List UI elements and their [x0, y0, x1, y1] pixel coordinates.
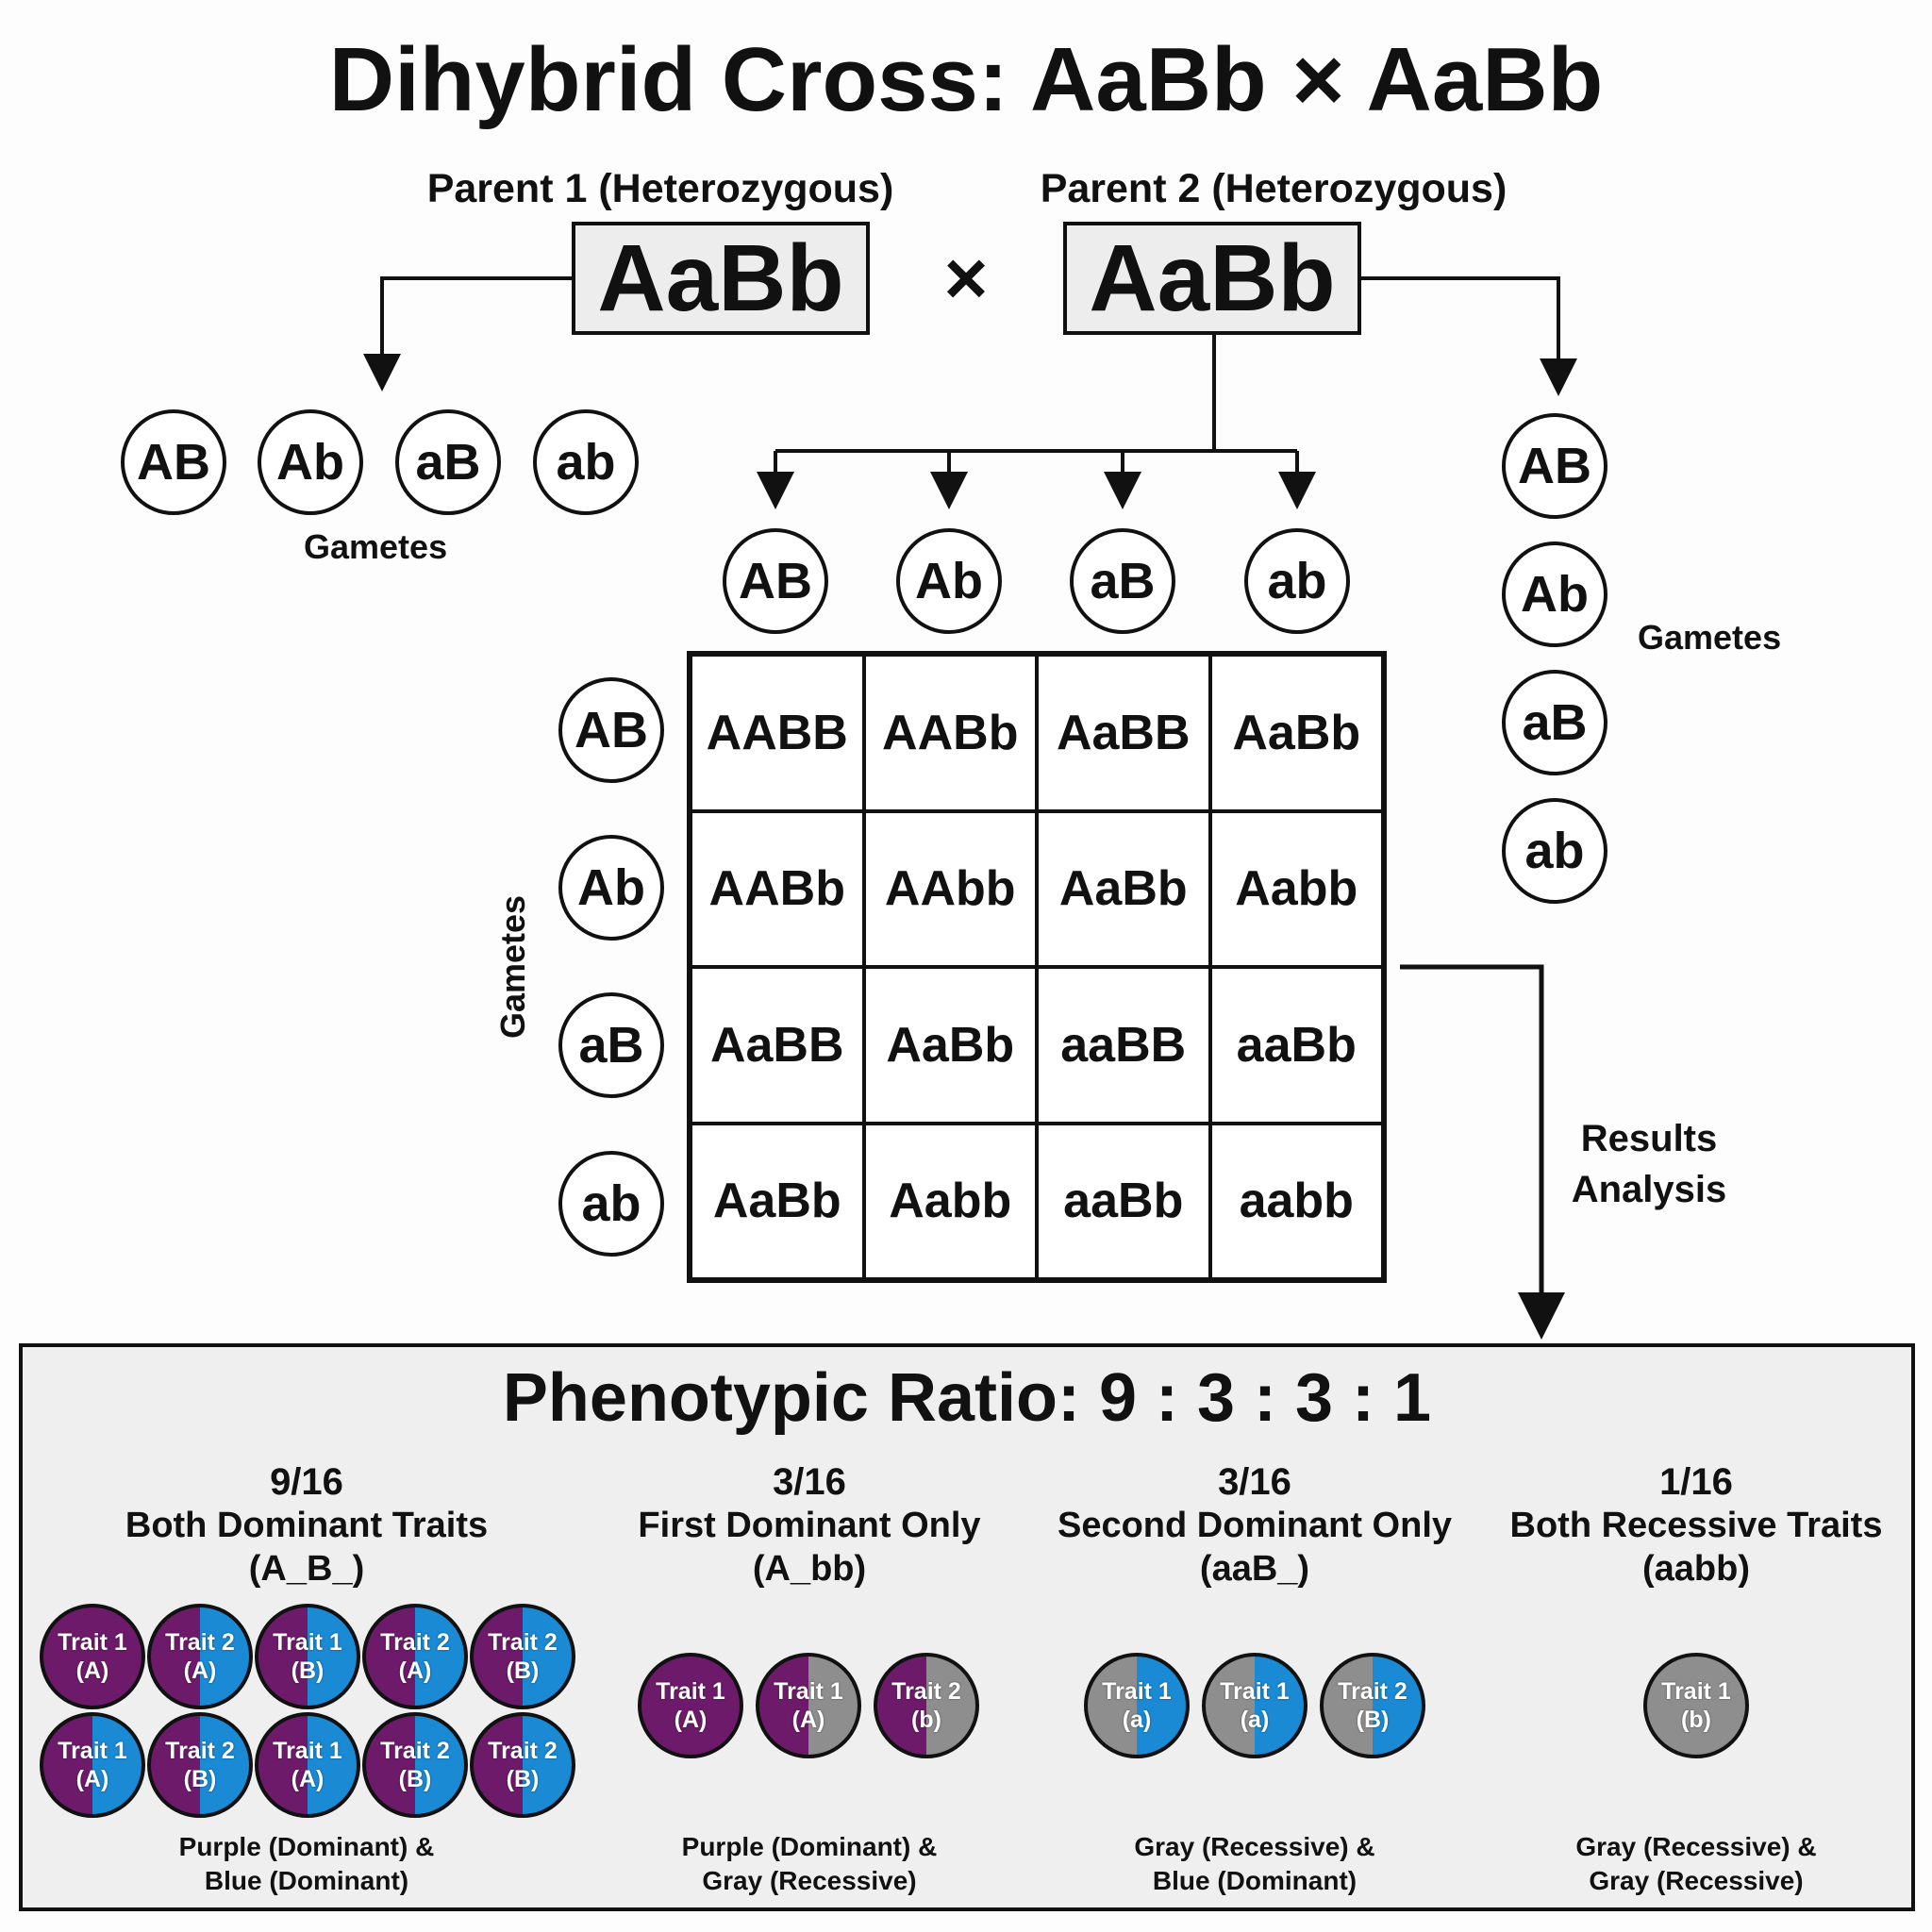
phenotype-marker: Trait 1(A): [638, 1653, 743, 1758]
parent1-label: Parent 1 (Heterozygous): [426, 166, 894, 211]
results-analysis-label: Results Analysis: [1547, 1113, 1751, 1215]
punnett-cell: AAbb: [863, 810, 1037, 967]
col-gamete-Ab: Ab: [896, 528, 1002, 634]
phenotype-marker: Trait 1(A): [40, 1604, 145, 1709]
row-gamete-AB: AB: [558, 677, 664, 783]
punnett-cell: AaBb: [691, 1123, 864, 1279]
category-fraction: 3/16: [1218, 1461, 1291, 1503]
punnett-cell: AaBB: [1037, 655, 1210, 811]
phenotype-marker: Trait 1(A): [756, 1653, 861, 1758]
punnett-cell: AaBb: [1209, 655, 1383, 811]
row-gametes-label: Gametes: [493, 894, 532, 1040]
category-name: Both Recessive Traits: [1509, 1506, 1883, 1545]
category-2-header: 3/16 First Dominant Only (A_bb): [602, 1460, 1017, 1591]
parent1-arrow: [363, 276, 572, 391]
p2-right-gamete-ab: ab: [1502, 798, 1607, 904]
p2-right-gamete-Ab: Ab: [1502, 541, 1607, 647]
category-name: First Dominant Only: [638, 1506, 981, 1545]
punnett-cell: AaBb: [863, 967, 1037, 1124]
phenotype-marker: Trait 1(b): [1643, 1653, 1749, 1758]
category-4-description: Gray (Recessive) & Gray (Recessive): [1575, 1832, 1817, 1895]
diagram-title: Dihybrid Cross: AaBb × AaBb: [328, 29, 1604, 130]
punnett-cell: Aabb: [863, 1123, 1037, 1279]
col-gamete-aB: aB: [1070, 528, 1175, 634]
p1-gamete-AB: AB: [121, 409, 226, 515]
col-gamete-ab: ab: [1244, 528, 1350, 634]
category-1-header: 9/16 Both Dominant Traits (A_B_): [99, 1460, 514, 1591]
phenotype-marker: Trait 2(b): [874, 1653, 979, 1758]
parent2-genotype: AaBb: [1063, 222, 1361, 335]
p2-gametes-label: Gametes: [1638, 618, 1782, 657]
punnett-cell: aabb: [1209, 1123, 1383, 1279]
phenotype-marker: Trait 2(B): [470, 1604, 575, 1709]
phenotype-marker: Trait 2(A): [147, 1604, 253, 1709]
row-gamete-ab: ab: [558, 1151, 664, 1257]
col-gamete-AB: AB: [723, 528, 828, 634]
category-genotype: (A_bb): [752, 1549, 867, 1589]
category-name: Second Dominant Only: [1057, 1506, 1453, 1545]
category-genotype: (A_B_): [248, 1549, 365, 1589]
phenotype-marker: Trait 1(a): [1084, 1653, 1190, 1758]
phenotype-marker: Trait 1(a): [1202, 1653, 1307, 1758]
phenotype-marker: Trait 1(A): [40, 1712, 145, 1818]
category-genotype: (aaB_): [1199, 1549, 1310, 1589]
punnett-cell: Aabb: [1209, 810, 1383, 967]
punnett-cell: AaBb: [1037, 810, 1210, 967]
phenotype-marker: Trait 2(A): [362, 1604, 468, 1709]
punnett-cell: aaBb: [1209, 967, 1383, 1124]
punnett-cell: AABb: [691, 810, 864, 967]
phenotype-marker: Trait 1(A): [255, 1712, 360, 1818]
p1-gamete-aB: aB: [395, 409, 501, 515]
p1-gamete-ab: ab: [533, 409, 639, 515]
p2-right-gamete-AB: AB: [1502, 413, 1607, 519]
row-gamete-Ab: Ab: [558, 835, 664, 941]
category-2-description: Purple (Dominant) & Gray (Recessive): [681, 1832, 938, 1895]
results-arrow: [1400, 964, 1565, 1340]
punnett-cell: AaBB: [691, 967, 864, 1124]
cross-symbol: ×: [943, 236, 989, 320]
category-name: Both Dominant Traits: [125, 1506, 489, 1545]
punnett-square: AABB AABb AaBB AaBb AABb AAbb AaBb Aabb …: [687, 651, 1387, 1283]
phenotypic-ratio-title: Phenotypic Ratio: 9 : 3 : 3 : 1: [502, 1360, 1432, 1436]
p1-gamete-Ab: Ab: [258, 409, 363, 515]
phenotype-marker: Trait 2(B): [147, 1712, 253, 1818]
category-fraction: 3/16: [773, 1461, 846, 1503]
phenotype-marker: Trait 2(B): [1320, 1653, 1425, 1758]
punnett-cell: AABb: [863, 655, 1037, 811]
results-label-line2: Analysis: [1571, 1169, 1727, 1210]
category-1-description: Purple (Dominant) & Blue (Dominant): [178, 1832, 435, 1895]
punnett-cell: AABB: [691, 655, 864, 811]
category-fraction: 9/16: [270, 1461, 343, 1503]
punnett-cell: aaBB: [1037, 967, 1210, 1124]
punnett-cell: aaBb: [1037, 1123, 1210, 1279]
phenotype-marker: Trait 2(B): [362, 1712, 468, 1818]
p1-gametes-label: Gametes: [304, 527, 448, 566]
category-3-description: Gray (Recessive) & Blue (Dominant): [1134, 1832, 1375, 1895]
category-4-header: 1/16 Both Recessive Traits (aabb): [1489, 1460, 1904, 1591]
results-label-line1: Results: [1580, 1118, 1718, 1159]
p2-right-gamete-aB: aB: [1502, 670, 1607, 775]
category-genotype: (aabb): [1642, 1549, 1750, 1589]
category-fraction: 1/16: [1659, 1461, 1733, 1503]
parent2-label: Parent 2 (Heterozygous): [1040, 166, 1507, 211]
phenotype-marker: Trait 2(B): [470, 1712, 575, 1818]
row-gamete-aB: aB: [558, 992, 664, 1098]
parent1-genotype: AaBb: [572, 222, 870, 335]
category-3-header: 3/16 Second Dominant Only (aaB_): [1047, 1460, 1462, 1591]
parent2-right-arrow: [1361, 276, 1577, 396]
phenotype-marker: Trait 1(B): [255, 1604, 360, 1709]
